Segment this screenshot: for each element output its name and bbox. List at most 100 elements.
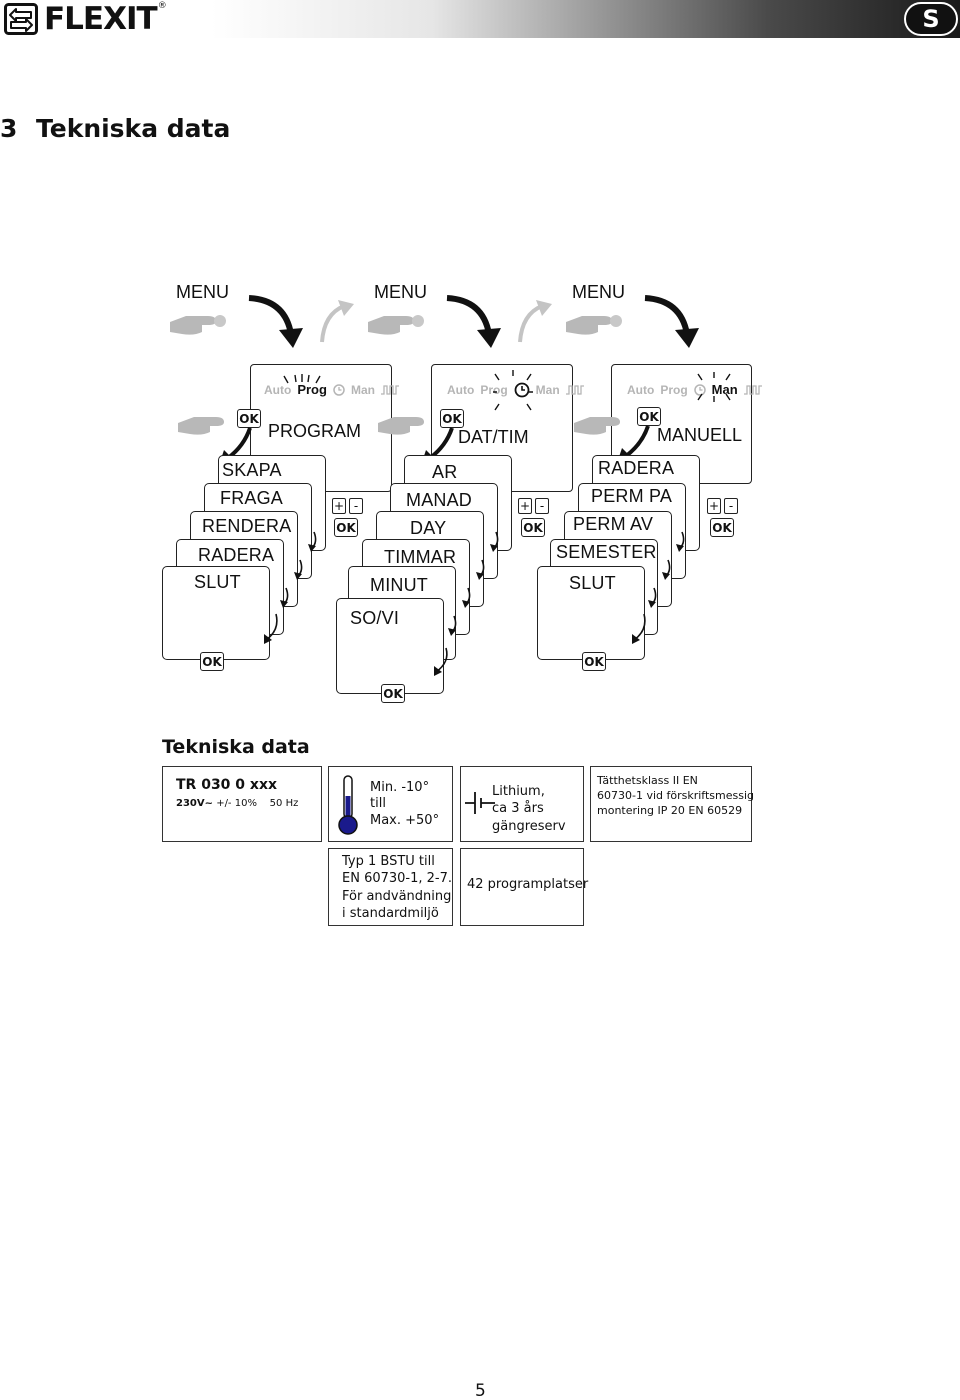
- tech-type-line2: EN 60730-1, 2-7.: [342, 871, 453, 886]
- ok-key[interactable]: OK: [582, 652, 606, 671]
- blink-rays-icon: [697, 372, 731, 402]
- tech-power-spec: 230V~ +/- 10% 50 Hz: [176, 796, 298, 812]
- tech-heading: Tekniska data: [162, 736, 310, 758]
- minus-key[interactable]: -: [349, 498, 363, 514]
- arrows-box-icon: [4, 3, 38, 35]
- tech-box-model: [162, 766, 322, 842]
- mode-strip: Auto Prog Man: [264, 382, 399, 397]
- language-badge: S: [904, 2, 958, 36]
- pulse-icon: [380, 384, 399, 395]
- page-number: 5: [475, 1381, 486, 1400]
- program-item: FRAGA: [220, 488, 284, 508]
- program-card-5: [162, 566, 270, 660]
- minus-key[interactable]: -: [535, 498, 549, 514]
- ok-key[interactable]: OK: [521, 518, 545, 537]
- section-number: 3: [0, 114, 18, 143]
- section-title-text: Tekniska data: [36, 114, 231, 143]
- stack-arrows-icon: [264, 531, 317, 644]
- ok-key[interactable]: OK: [440, 409, 464, 428]
- stack-arrows-icon: [632, 531, 685, 644]
- datetime-item: MINUT: [370, 575, 428, 595]
- mode-auto: Auto: [447, 383, 475, 397]
- tech-voltage: 230V~: [176, 798, 213, 809]
- ok-key[interactable]: OK: [381, 684, 405, 703]
- manual-item: SLUT: [569, 573, 616, 593]
- plus-key[interactable]: +: [332, 498, 346, 514]
- ok-key[interactable]: OK: [200, 652, 224, 671]
- manual-item: RADERA: [598, 458, 675, 478]
- mode-man: Man: [535, 383, 560, 397]
- tech-box-type: [328, 848, 453, 926]
- tech-battery-line3: gängreserv: [492, 819, 566, 834]
- clock-icon: [693, 383, 706, 396]
- tech-type-line3: För andvändning: [342, 889, 452, 904]
- menu-label-2: MENU: [374, 282, 427, 302]
- stack-arrows-icon: [434, 531, 499, 676]
- tech-type-line4: i standardmiljö: [342, 906, 439, 921]
- tech-battery-line1: Lithium,: [492, 784, 545, 799]
- tech-temp-max: Max. +50°: [370, 813, 440, 828]
- curved-arrow-up-icon: [518, 300, 552, 343]
- tech-box-classification: [590, 766, 752, 842]
- program-item: RADERA: [198, 545, 275, 565]
- datetime-item: TIMMAR: [384, 547, 457, 567]
- manual-item: PERM AV: [573, 514, 654, 534]
- program-item: SLUT: [194, 572, 241, 592]
- pressing-hand-icon: [566, 315, 622, 335]
- ok-key[interactable]: OK: [637, 407, 661, 426]
- tech-tolerance: +/- 10%: [216, 798, 257, 809]
- ok-key[interactable]: OK: [710, 518, 734, 537]
- datetime-item: AR: [432, 462, 458, 482]
- section-title: 3 Tekniska data: [0, 114, 230, 143]
- mode-prog: Prog: [297, 382, 327, 397]
- mode-strip: Auto Prog Man: [447, 382, 584, 398]
- mode-prog: Prog: [480, 383, 508, 397]
- tech-type-line1: Typ 1 BSTU till: [342, 854, 435, 869]
- manual-item: SEMESTER: [556, 542, 657, 562]
- tech-class-line3: montering IP 20 EN 60529: [597, 804, 743, 817]
- tech-class-line1: Tätthetsklass II EN: [597, 774, 698, 787]
- minus-key[interactable]: -: [724, 498, 738, 514]
- pulse-icon: [565, 385, 584, 395]
- mode-auto: Auto: [627, 382, 655, 397]
- curved-arrow-up-icon: [320, 300, 354, 343]
- datetime-item: MANAD: [406, 490, 473, 510]
- battery-icon: [465, 792, 495, 814]
- datetime-item: DAY: [410, 518, 447, 538]
- curved-arrow-down-icon: [644, 295, 699, 348]
- program-item: RENDERA: [202, 516, 292, 536]
- ok-key[interactable]: OK: [334, 518, 358, 537]
- menu-label-3: MENU: [572, 282, 625, 302]
- mode-prog: Prog: [660, 382, 688, 397]
- header-bar: [0, 0, 960, 38]
- ok-key[interactable]: OK: [237, 409, 261, 428]
- datetime-item: SO/VI: [350, 608, 400, 628]
- brand-name: FLEXIT®: [44, 1, 167, 37]
- tech-model: TR 030 0 xxx: [176, 777, 278, 793]
- tech-temp-till: till: [370, 796, 386, 811]
- plus-key[interactable]: +: [518, 498, 532, 514]
- datetime-title: DAT/TIM: [458, 427, 529, 447]
- mode-man: Man: [350, 382, 375, 397]
- brand-logo: FLEXIT®: [4, 1, 167, 37]
- curved-arrow-down-icon: [248, 295, 303, 348]
- clock-icon: [514, 382, 530, 398]
- plus-key[interactable]: +: [707, 498, 721, 514]
- mode-strip: Auto Prog Man: [627, 382, 762, 397]
- clock-icon: [333, 383, 345, 396]
- pulse-icon: [743, 384, 762, 395]
- datetime-card-6: [336, 598, 444, 694]
- tech-box-program-slots: [460, 848, 584, 926]
- tech-program-slots: 42 programplatser: [467, 877, 589, 892]
- thermometer-icon: [338, 775, 358, 835]
- pressing-hand-icon: [368, 315, 424, 335]
- pressing-hand-icon: [178, 417, 224, 435]
- pressing-hand-icon: [170, 315, 226, 335]
- pressing-hand-icon: [574, 417, 620, 435]
- tech-battery-line2: ca 3 års: [492, 801, 544, 816]
- tech-class-line2: 60730-1 vid förskriftsmessig: [597, 789, 755, 802]
- program-title: PROGRAM: [268, 421, 362, 441]
- blink-rays-icon: [283, 374, 321, 384]
- tech-frequency: 50 Hz: [269, 798, 299, 809]
- mode-man: Man: [711, 382, 738, 397]
